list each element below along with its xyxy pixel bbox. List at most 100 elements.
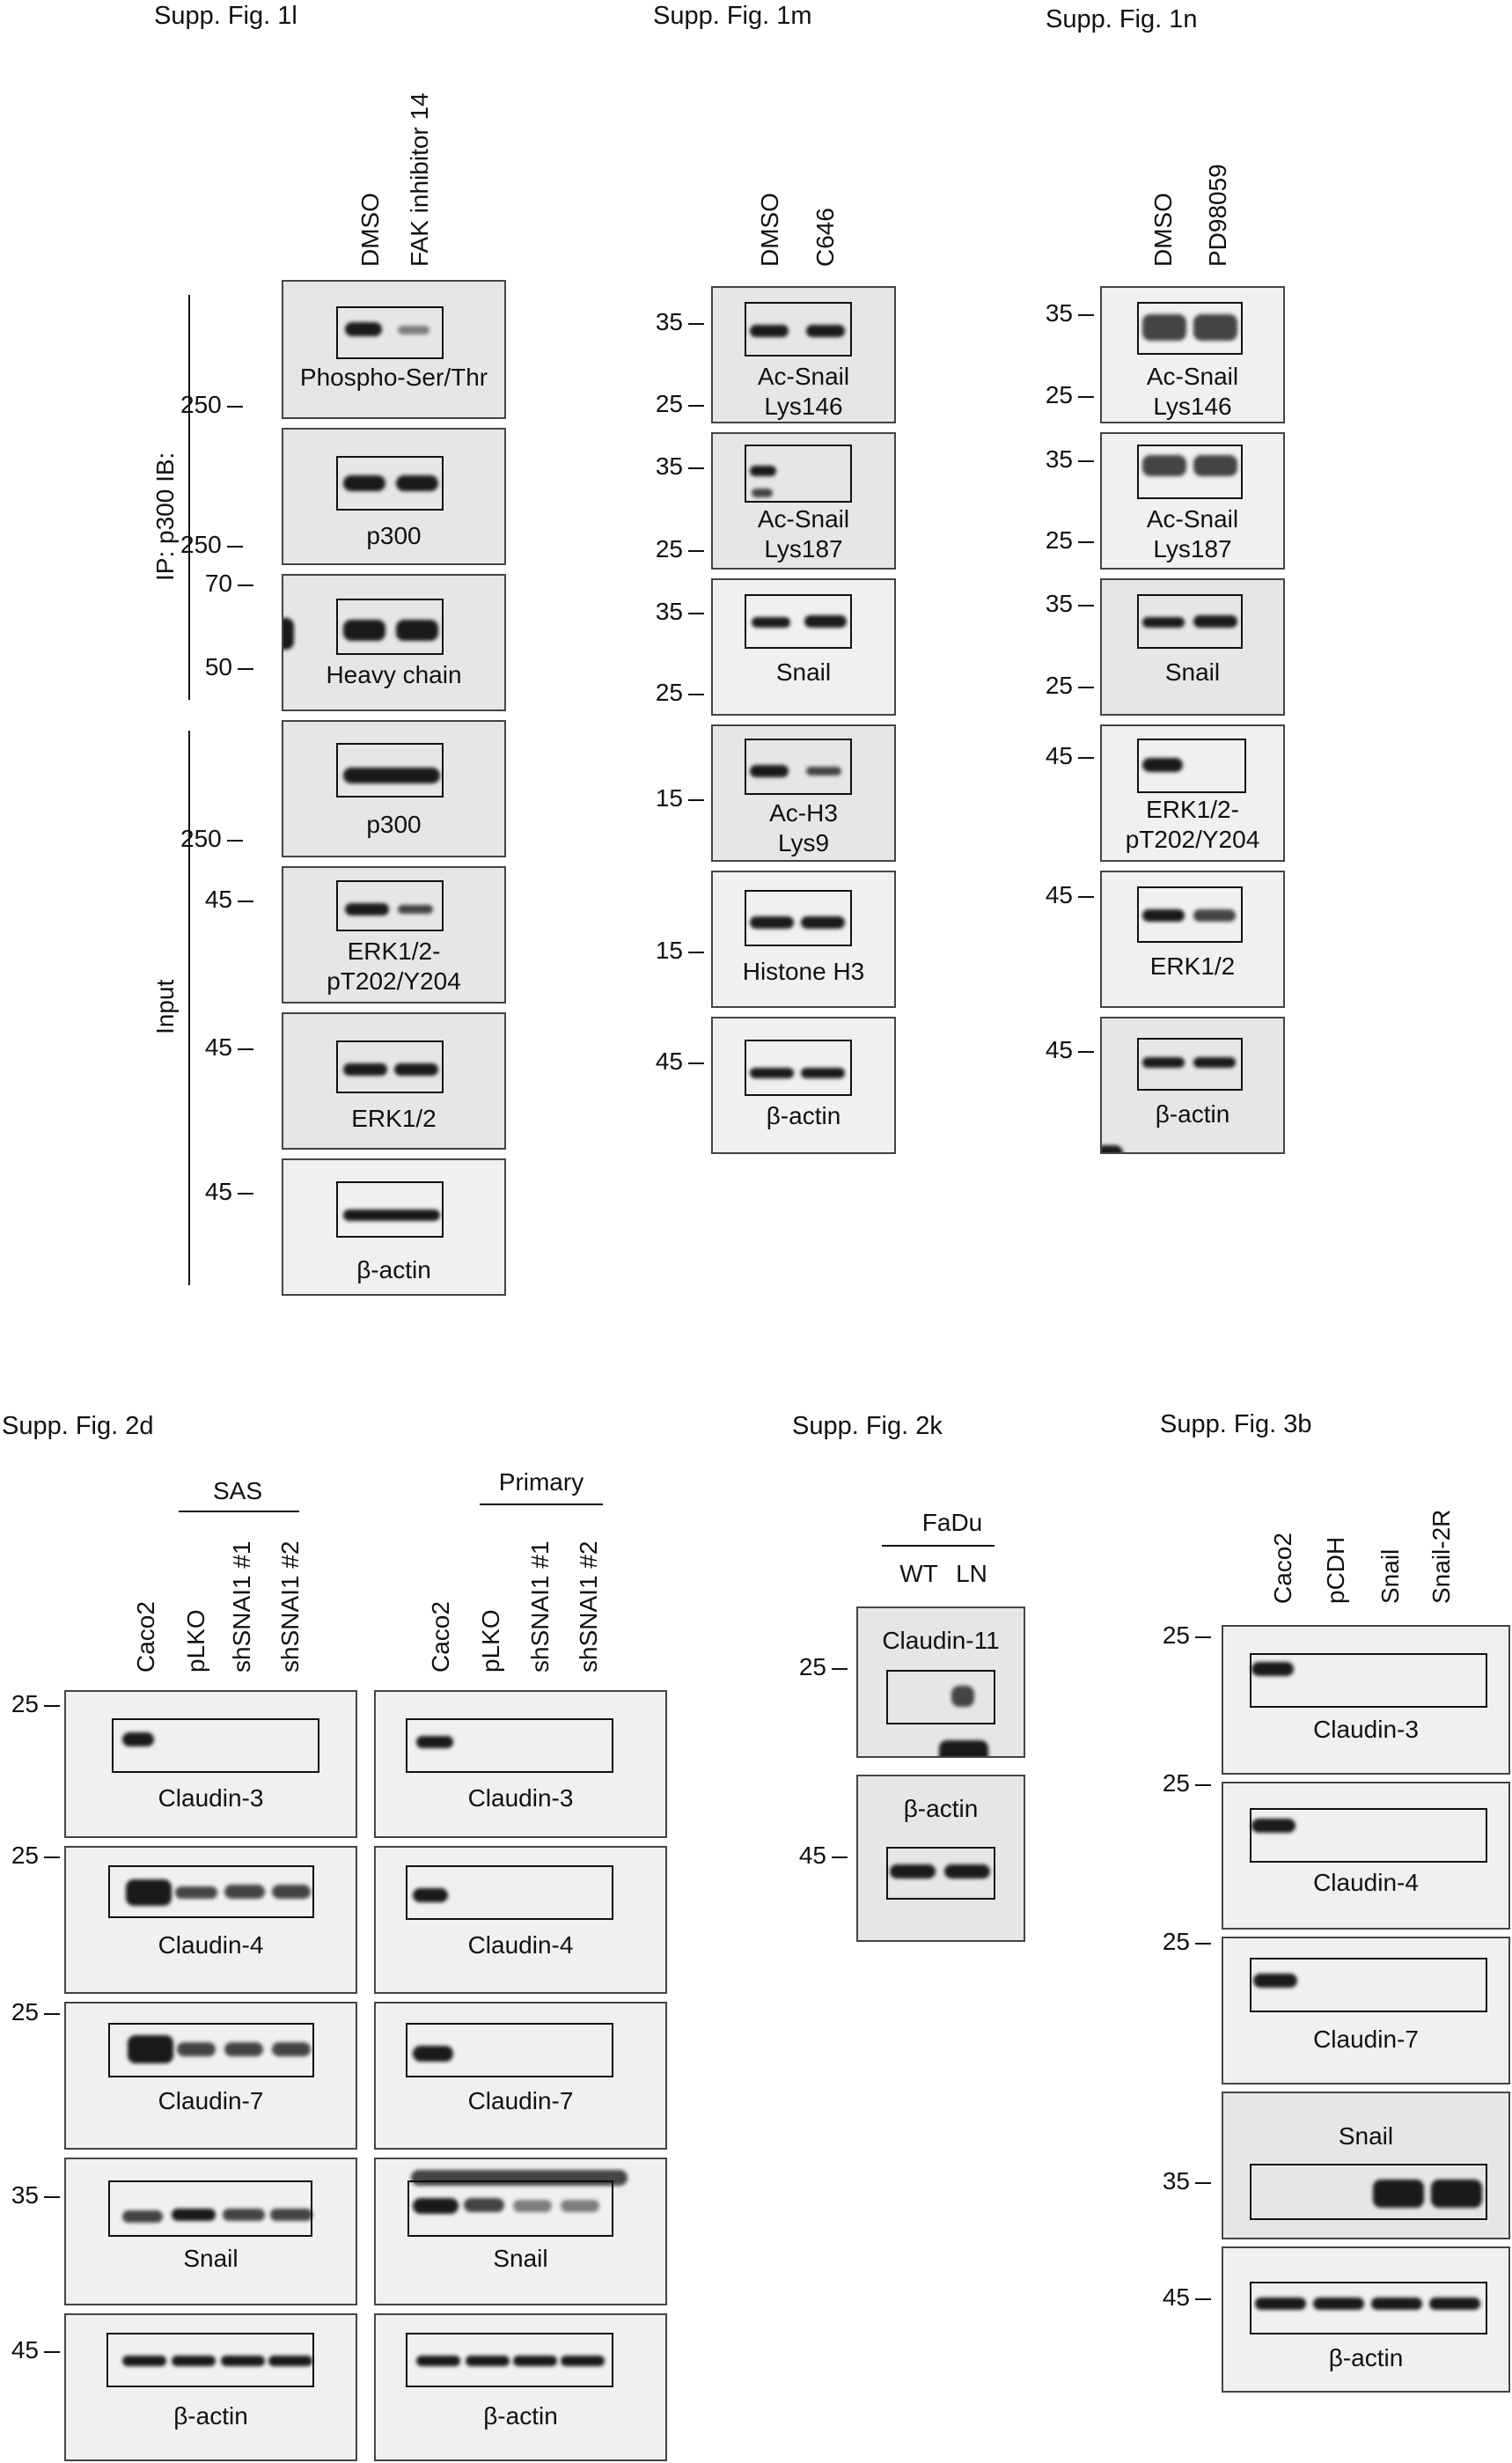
lane-label: Snail-2R [1428,1509,1455,1604]
crop-box [1250,1653,1487,1708]
panel-label: ERK1/2 [351,1105,437,1132]
blot-panel: Ac-H3 Lys9 [711,724,896,862]
group-label: FaDu [921,1509,983,1536]
group-rule [179,1511,299,1512]
panel-label: ERK1/2- pT202/Y204 [1125,796,1260,853]
mw-marker: 25 [0,1842,60,1870]
blot-band [1429,2298,1480,2310]
mw-marker: 45 [1149,2283,1211,2312]
crop-box [406,2023,613,2077]
figure-title-1m: Supp. Fig. 1m [653,2,812,30]
panel-label: Ac-Snail Lys146 [757,363,850,420]
lane-label: DMSO [1149,193,1177,267]
blot-band [413,2198,459,2214]
blot-band [122,1732,154,1746]
blot-band [1253,1974,1297,1988]
blot-band [1193,455,1237,476]
panel-label: β-actin [356,1256,431,1283]
blot-band [223,2209,265,2221]
panel-label: Claudin-3 [1313,1716,1419,1743]
crop-box [406,1865,613,1920]
blot-panel: β-actin [1100,1017,1285,1154]
blot-band [272,2042,311,2056]
blot-band [343,1063,387,1076]
blot-band [270,2209,312,2221]
blot-band [1431,2180,1482,2208]
blot-band [268,2356,312,2366]
crop-box [1250,2164,1487,2220]
blot-band [561,2356,605,2366]
blot-band [801,916,845,929]
blot-band [413,2046,453,2062]
blot-band [126,1879,172,1906]
mw-marker: 250 [180,825,243,853]
crop-box [406,1718,613,1773]
blot-panel: Claudin-3 [374,1690,667,1838]
blot-panel: Heavy chain [282,574,506,711]
mw-marker: 45 [192,886,253,914]
blot-panel: Ac-Snail Lys187 [711,432,896,570]
ip-side-label: IP: p300 IB: [151,452,179,581]
blot-band [466,2356,510,2366]
mw-marker: 25 [1032,672,1094,700]
crop-box [106,2333,314,2387]
mw-marker: 35 [1032,445,1094,474]
mw-marker: 35 [1149,2167,1211,2195]
lane-label: pLKO [477,1609,504,1673]
lane-label: shSNAI1 #2 [575,1540,602,1673]
lane-label: DMSO [756,193,783,267]
figure-title-3b: Supp. Fig. 3b [1160,1410,1312,1438]
panel-label: p300 [366,811,422,838]
panel-label: Claudin-7 [158,2087,264,2114]
blot-panel: ERK1/2- pT202/Y204 [1100,724,1285,862]
blot-band [1142,617,1185,628]
blot-band [939,1740,988,1756]
mw-marker: 25 [1032,526,1094,555]
blot-band [1193,615,1237,628]
blot-band [561,2200,599,2212]
blot-band [413,1888,448,1902]
crop-box [108,2023,314,2077]
crop-box [886,1847,995,1900]
crop-box [1137,1038,1243,1091]
blot-band [804,615,847,628]
blot-band [343,768,440,783]
mw-marker: 70 [192,570,253,598]
crop-box [407,2180,613,2237]
blot-band [394,1063,438,1076]
crop-box [336,1181,444,1238]
blot-band [1251,1662,1294,1676]
blot-band [416,2356,460,2366]
blot-band [1142,455,1186,476]
blot-band [175,1886,217,1899]
blot-band [416,1736,453,1748]
group-rule [480,1504,603,1505]
blot-band [1371,2298,1422,2310]
blot-panel: p300 [282,428,506,565]
mw-marker: 35 [642,308,704,336]
group-rule [882,1545,995,1547]
blot-band [396,620,438,641]
crop-box [745,594,852,649]
blot-panel: Claudin-7 [374,2002,667,2150]
blot-band [513,2200,552,2212]
panel-label: β-actin [1328,2344,1404,2371]
panel-label: Claudin-3 [158,1784,264,1812]
blot-panel: ERK1/2- pT202/Y204 [282,866,506,1004]
crop-box [336,1040,444,1093]
mw-marker: 35 [642,598,704,626]
lane-label: Caco2 [132,1601,159,1673]
blot-panel: Ac-Snail Lys146 [1100,286,1285,423]
blot-band [221,2356,265,2366]
lane-label: FAK inhibitor 14 [406,92,433,267]
crop-box [1137,886,1243,943]
blot-band [951,1686,974,1707]
crop-box [336,880,444,931]
crop-box [112,1718,319,1773]
blot-band [1193,1057,1236,1068]
blot-panel: Snail [711,578,896,716]
blot-panel: Snail [1222,2092,1510,2239]
crop-box [745,445,852,503]
mw-marker: 15 [642,784,704,812]
panel-label: β-actin [766,1102,841,1129]
